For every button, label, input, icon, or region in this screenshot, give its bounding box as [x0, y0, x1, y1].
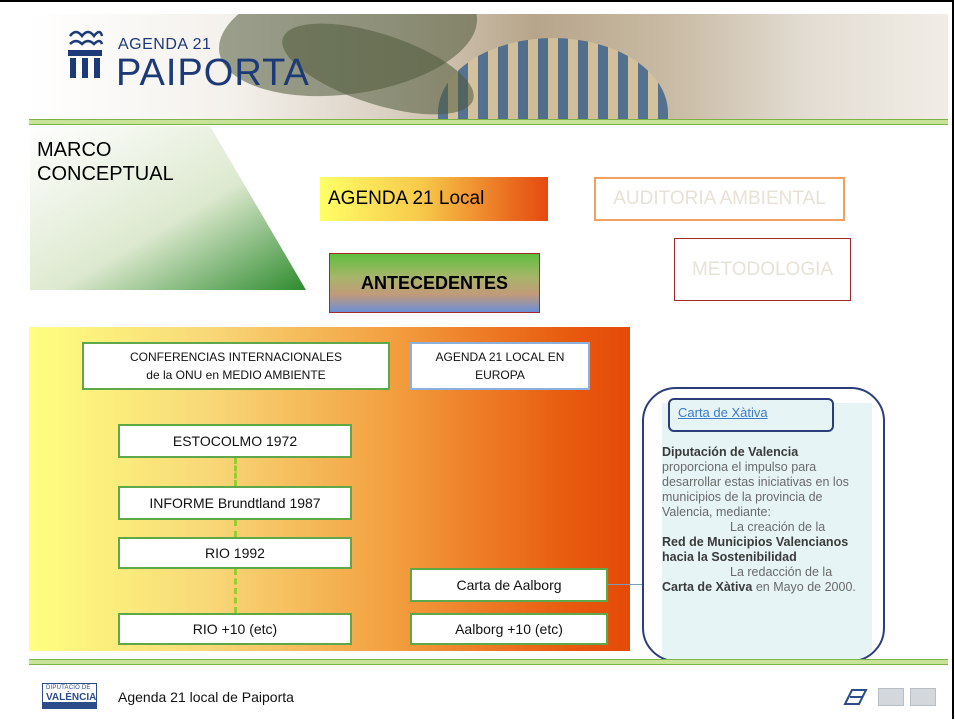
- diputacio-valencia-logo: DIPUTACIÓ DE VALÈNCIA: [42, 683, 97, 709]
- metodologia-button[interactable]: METODOLOGIA: [674, 238, 851, 301]
- conferencias-onu-box[interactable]: CONFERENCIAS INTERNACIONALES de la ONU e…: [82, 342, 390, 390]
- timeline-item[interactable]: RIO +10 (etc): [118, 613, 352, 645]
- card-paragraph-3: La redacción de la Carta de Xàtiva en Ma…: [662, 565, 856, 594]
- logo-small-text: AGENDA 21: [118, 36, 212, 53]
- europa-line1: AGENDA 21 LOCAL EN: [435, 350, 565, 364]
- footer-logo-strip: [43, 702, 96, 708]
- conferencias-line1: CONFERENCIAS INTERNACIONALES: [129, 350, 343, 364]
- aalborg-card-connector: [608, 584, 642, 585]
- card-title: Diputación de Valencia: [662, 445, 799, 459]
- agenda21-europa-box[interactable]: AGENDA 21 LOCAL EN EUROPA: [410, 342, 590, 390]
- card-inner: [662, 403, 872, 660]
- card-paragraph-2: La creación de la Red de Municipios Vale…: [662, 520, 849, 564]
- card-paragraph-1: proporciona el impulso para desarrollar …: [662, 460, 849, 519]
- timeline-item[interactable]: INFORME Brundtland 1987: [118, 486, 352, 520]
- marco-title-line1: MARCO: [37, 139, 112, 161]
- certification-mark-icon: [843, 689, 868, 705]
- conferencias-line2: de la ONU en MEDIO AMBIENTE: [146, 368, 326, 382]
- timeline-connector: [234, 569, 237, 613]
- timeline-item[interactable]: ESTOCOLMO 1972: [118, 424, 352, 458]
- carta-xativa-card: Carta de Xàtiva Diputación de Valencia p…: [642, 387, 885, 662]
- antecedentes-button[interactable]: ANTECEDENTES: [329, 253, 540, 313]
- card-text: Diputación de Valencia proporciona el im…: [662, 445, 862, 595]
- iso-14001-badge-icon: [878, 688, 904, 706]
- carta-xativa-link[interactable]: Carta de Xàtiva: [678, 405, 768, 420]
- agenda21-logo-icon: [68, 30, 104, 78]
- auditoria-ambiental-button[interactable]: AUDITORIA AMBIENTAL: [594, 177, 845, 221]
- header-banner: AGENDA 21 PAIPORTA: [28, 14, 948, 122]
- iso-9001-badge-icon: [910, 688, 936, 706]
- header-divider: [29, 119, 948, 125]
- footer-divider: [29, 659, 948, 665]
- agenda-21-local-button[interactable]: AGENDA 21 Local: [320, 177, 548, 221]
- dome-image: [438, 38, 668, 122]
- logo-big-text: PAIPORTA: [116, 52, 310, 94]
- footer-text: Agenda 21 local de Paiporta: [118, 689, 294, 705]
- marco-conceptual-title: MARCO CONCEPTUAL: [37, 138, 174, 186]
- timeline-connector: [234, 458, 237, 486]
- europa-line2: EUROPA: [475, 368, 525, 382]
- timeline-connector: [234, 520, 237, 537]
- footer-logo-line2: VALÈNCIA: [46, 692, 97, 703]
- carta-aalborg-box[interactable]: Carta de Aalborg: [410, 568, 608, 602]
- marco-title-line2: CONCEPTUAL: [37, 163, 174, 185]
- footer-logo-line1: DIPUTACIÓ DE: [46, 685, 91, 691]
- timeline-item[interactable]: RIO 1992: [118, 537, 352, 569]
- marco-conceptual-shape: [30, 126, 306, 290]
- aalborg-plus10-box[interactable]: Aalborg +10 (etc): [410, 613, 608, 645]
- card-link-box: [668, 398, 834, 432]
